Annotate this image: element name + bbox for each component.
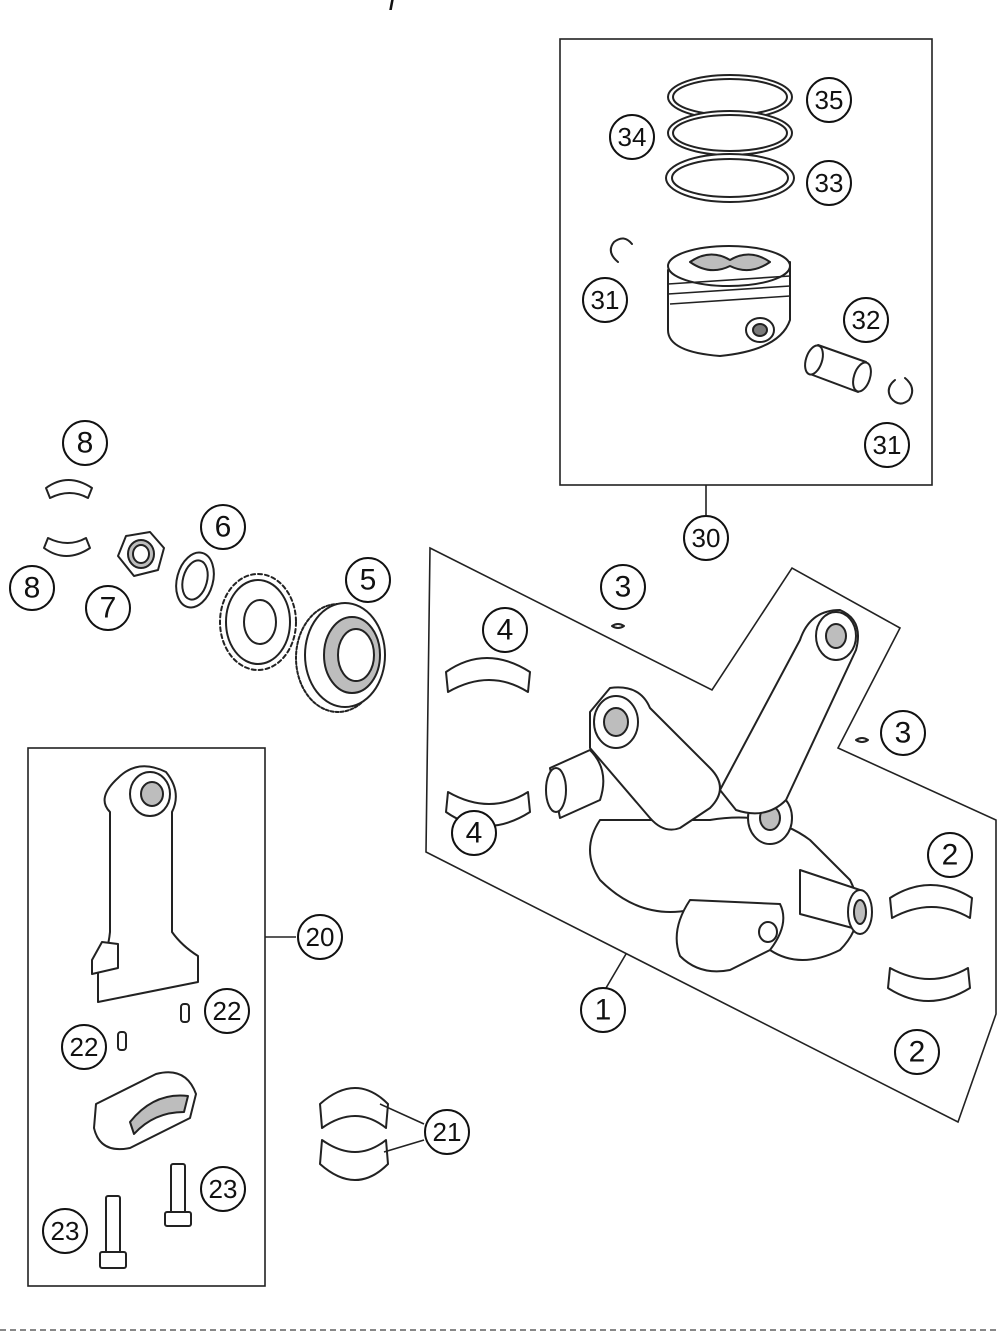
callout-2-upper-label: 2	[942, 839, 959, 872]
piston-ring-oil	[665, 153, 795, 203]
callout-7-label: 7	[100, 592, 117, 625]
conrod-group	[27, 747, 296, 1287]
callout-23-left[interactable]: 23	[42, 1208, 88, 1254]
rod-bearing-shells	[319, 1087, 425, 1181]
rod-bearing-shell-lower	[319, 1139, 389, 1181]
callout-6[interactable]: 6	[200, 504, 246, 550]
callout-4-lower[interactable]: 4	[451, 810, 497, 856]
bearing-shell-2-lower	[887, 967, 971, 1002]
callout-23-left-label: 23	[51, 1216, 80, 1246]
callout-22-upper[interactable]: 22	[204, 988, 250, 1034]
callout-31-left[interactable]: 31	[582, 277, 628, 323]
callout-34[interactable]: 34	[609, 114, 655, 160]
callout-8-upper-label: 8	[77, 427, 94, 460]
callout-20-label: 20	[306, 922, 335, 952]
callout-22-upper-label: 22	[213, 996, 242, 1026]
piston-group	[559, 38, 933, 515]
callout-8-lower-label: 8	[24, 572, 41, 605]
piston-pin	[804, 344, 872, 393]
callout-33-label: 33	[815, 168, 844, 198]
connecting-rod-cap	[93, 1071, 197, 1150]
callout-3-right[interactable]: 3	[880, 710, 926, 756]
rod-bearing-shell-upper	[319, 1087, 389, 1129]
callout-4-upper-label: 4	[497, 614, 514, 647]
crankshaft-group	[425, 546, 997, 1124]
callout-2-upper[interactable]: 2	[927, 832, 973, 878]
callout-2-lower-label: 2	[909, 1036, 926, 1069]
bearing-shell-2-upper	[889, 884, 973, 919]
conrod-box	[27, 747, 266, 1287]
gear-side-parts	[43, 479, 386, 713]
crankshaft-conrod-right	[719, 609, 859, 815]
callout-3-upper-label: 3	[615, 571, 632, 604]
circlip-right	[887, 377, 914, 405]
dowel-pin-upper	[180, 1003, 190, 1023]
rod-bolt-right	[164, 1163, 192, 1227]
callout-21[interactable]: 21	[424, 1109, 470, 1155]
callout-3-right-label: 3	[895, 717, 912, 750]
callout-35-label: 35	[815, 85, 844, 115]
callout-4-lower-label: 4	[466, 817, 483, 850]
bearing-shell-4-upper	[445, 657, 531, 693]
washer	[175, 551, 215, 609]
callout-5-label: 5	[360, 564, 377, 597]
callout-31-right[interactable]: 31	[864, 422, 910, 468]
callout-2-lower[interactable]: 2	[894, 1029, 940, 1075]
connecting-rod	[91, 765, 199, 1003]
crankshaft-leader	[605, 953, 627, 989]
callout-1-label: 1	[595, 994, 612, 1027]
bearing-shell-8-upper	[45, 479, 93, 499]
callout-1[interactable]: 1	[580, 987, 626, 1033]
dowel-pin-lower	[117, 1031, 127, 1051]
callout-31-left-label: 31	[591, 285, 620, 315]
crankshaft-box	[425, 546, 997, 1124]
title-fragment: /	[389, 0, 395, 15]
crankshaft-conrod-left	[589, 686, 721, 831]
piston-kit-box	[559, 38, 933, 486]
callout-21-label: 21	[433, 1117, 462, 1147]
woodruff-key-upper	[611, 623, 625, 629]
callout-32-label: 32	[852, 305, 881, 335]
callout-22-lower-label: 22	[70, 1032, 99, 1062]
timing-sprocket	[219, 573, 297, 671]
callout-33[interactable]: 33	[806, 160, 852, 206]
callout-35[interactable]: 35	[806, 77, 852, 123]
callout-23-right-label: 23	[209, 1174, 238, 1204]
bearing-shell-8-lower	[43, 537, 91, 557]
rod-bearing-leader-lower	[383, 1139, 425, 1153]
callout-30-label: 30	[692, 523, 721, 553]
primary-gear	[295, 602, 386, 713]
piston-ring-middle	[667, 110, 793, 156]
callout-3-upper[interactable]: 3	[600, 564, 646, 610]
hex-nut	[117, 531, 165, 577]
callout-31-right-label: 31	[873, 430, 902, 460]
callout-8-upper[interactable]: 8	[62, 420, 108, 466]
callout-22-lower[interactable]: 22	[61, 1024, 107, 1070]
callout-4-upper[interactable]: 4	[482, 607, 528, 653]
callout-34-label: 34	[618, 122, 647, 152]
callout-30[interactable]: 30	[683, 515, 729, 561]
callout-6-label: 6	[215, 511, 232, 544]
callout-20[interactable]: 20	[297, 914, 343, 960]
rod-bolt-left	[99, 1195, 127, 1269]
circlip-left	[609, 237, 633, 263]
callout-23-right[interactable]: 23	[200, 1166, 246, 1212]
piston	[667, 245, 791, 357]
callout-7[interactable]: 7	[85, 585, 131, 631]
callout-8-lower[interactable]: 8	[9, 565, 55, 611]
callout-32[interactable]: 32	[843, 297, 889, 343]
callout-5[interactable]: 5	[345, 557, 391, 603]
woodruff-key-right	[855, 737, 869, 743]
rod-bearing-leader-upper	[379, 1103, 425, 1125]
